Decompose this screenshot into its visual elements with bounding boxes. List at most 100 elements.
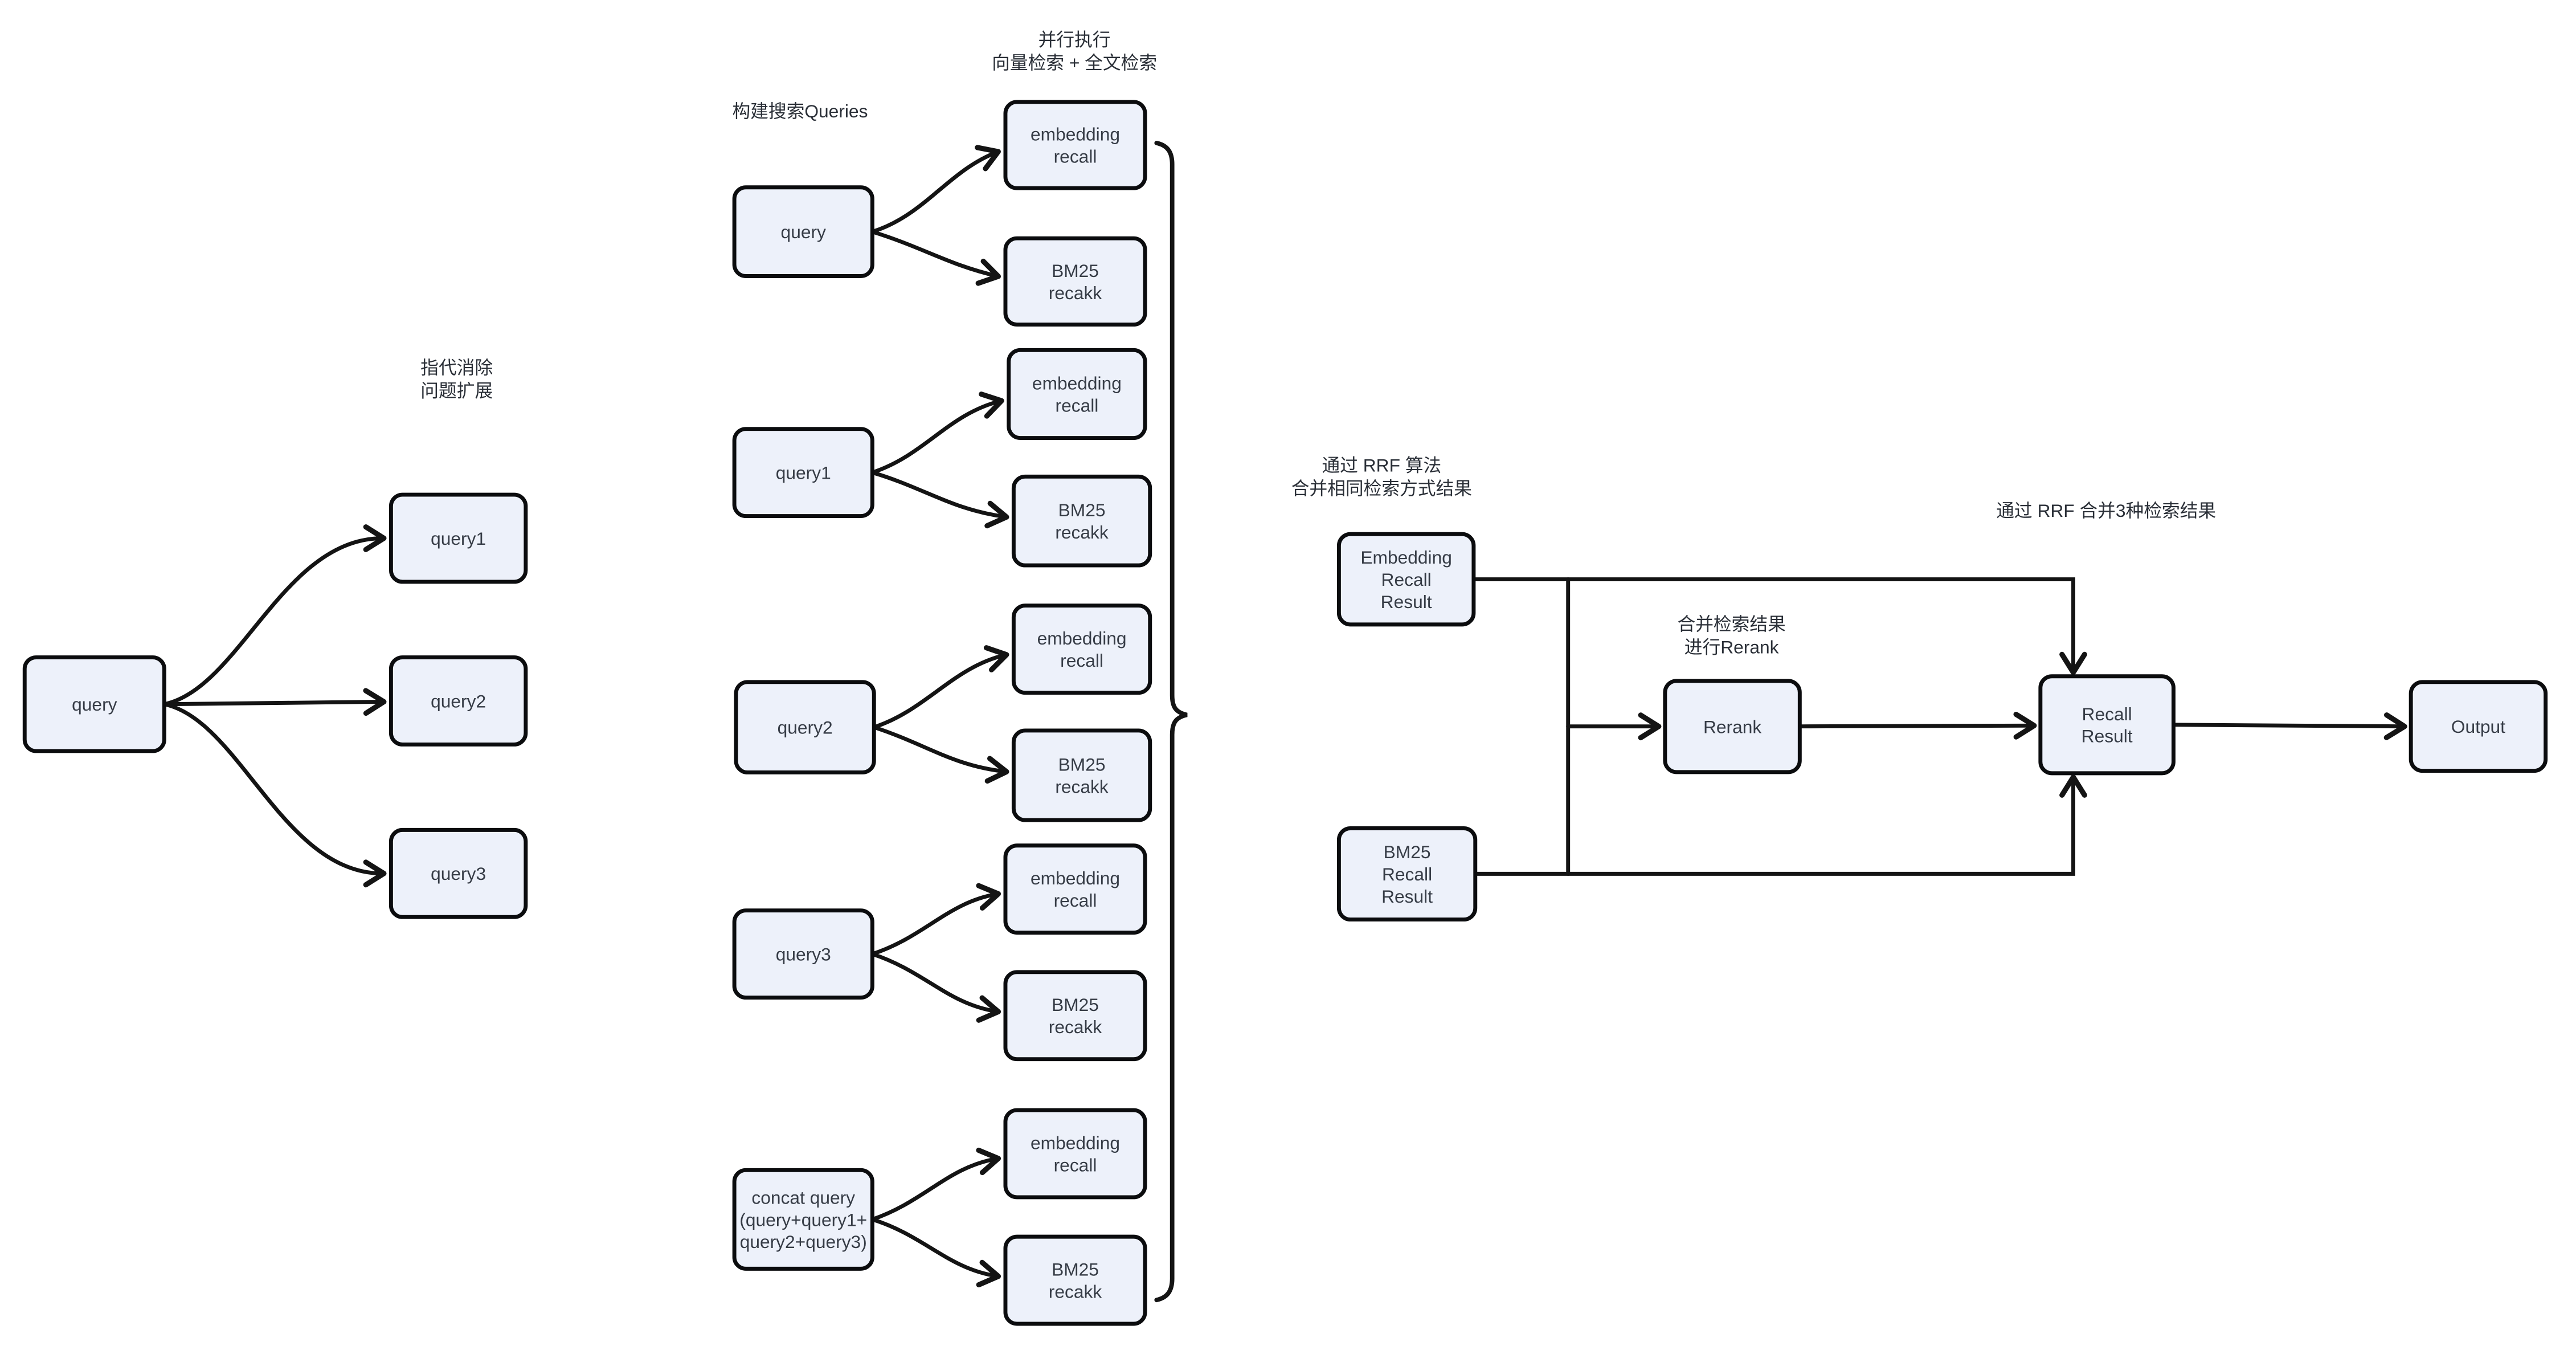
label-rrf-same: 通过 RRF 算法合并相同检索方式结果 — [1291, 455, 1472, 499]
node-embedding-recall-result-box — [1336, 532, 1476, 627]
node-query2-mid-box — [734, 680, 876, 774]
node-query2-mid: query2 — [734, 680, 876, 774]
brace-parallel-group — [1154, 141, 1188, 1303]
node-recall-result-box — [2038, 674, 2176, 776]
edge-query1-mid-to-embedding-recall-2 — [870, 391, 1004, 475]
label-parallel-exec: 并行执行向量检索 + 全文检索 — [992, 30, 1157, 73]
node-query-mid-text: query — [781, 222, 826, 242]
node-bm25-recall-3-box — [1011, 728, 1152, 822]
node-query2-mid-text: query2 — [778, 717, 833, 738]
edge-query1-mid-to-bm25-recall-2 — [870, 470, 1009, 529]
node-query1-mid-box — [732, 427, 874, 519]
edge-embedding-result-to-recall-result — [1471, 577, 2087, 675]
edge-query2-mid-to-embedding-recall-3 — [872, 645, 1009, 729]
brace-layer — [1154, 141, 1188, 1303]
node-query1-mid-text: query1 — [776, 463, 831, 483]
edge-query3-mid-to-embedding-recall-4 — [870, 883, 1001, 956]
node-query-left: query — [22, 655, 166, 753]
node-output-box — [2409, 680, 2548, 773]
node-query2-left-text: query2 — [431, 691, 486, 711]
node-concat-query-text: concat query(query+query1+query2+query3) — [739, 1187, 867, 1252]
edge-query3-mid-to-bm25-recall-4 — [870, 952, 1001, 1023]
node-query2-left: query2 — [389, 655, 528, 747]
node-rerank-box — [1663, 679, 1802, 774]
node-query3-left: query3 — [389, 827, 528, 919]
node-embedding-recall-2-box — [1007, 348, 1147, 441]
edge-query-to-query3 — [162, 702, 387, 888]
node-query-left-text: query — [72, 694, 117, 715]
node-embedding-recall-1-box — [1003, 100, 1147, 190]
node-bm25-recall-result-box — [1336, 826, 1478, 922]
edge-query-to-query2 — [162, 688, 387, 716]
node-query3-mid: query3 — [732, 908, 874, 1000]
node-embedding-recall-3-box — [1011, 603, 1152, 695]
edge-query-mid-to-embedding-recall-1 — [870, 145, 1001, 234]
node-output-text: Output — [2451, 716, 2505, 737]
edge-bm25-result-to-recall-result — [1473, 774, 2087, 876]
label-rrf-merge3: 通过 RRF 合并3种检索结果 — [1996, 500, 2216, 521]
node-concat-query: concat query(query+query1+query2+query3) — [732, 1168, 874, 1271]
node-query2-left-box — [389, 655, 528, 747]
node-query1-left-text: query1 — [431, 528, 486, 549]
edge-rerank-to-recall-result — [1797, 711, 2037, 740]
node-bm25-recall-1-box — [1003, 236, 1147, 327]
edge-recall-result-to-output — [2171, 712, 2407, 740]
node-query3-left-text: query3 — [431, 863, 486, 884]
node-bm25-recall-5-box — [1003, 1234, 1147, 1326]
node-query3-left-box — [389, 827, 528, 919]
node-query3-mid-text: query3 — [776, 944, 831, 965]
nodes-layer: query query1 query2 query3 query query1 query2… — [22, 100, 2548, 1326]
node-query-mid: query — [732, 185, 874, 278]
node-query-mid-box — [732, 185, 874, 278]
label-coref-expand: 指代消除问题扩展 — [420, 357, 493, 401]
edges-layer — [162, 145, 2407, 1288]
edge-query2-mid-to-bm25-recall-3 — [872, 725, 1009, 784]
node-query-left-box — [22, 655, 166, 753]
edge-query-mid-to-bm25-recall-1 — [870, 230, 1001, 286]
node-embedding-recall-5-box — [1003, 1108, 1147, 1200]
label-build-queries: 构建搜索Queries — [733, 101, 868, 121]
node-query3-mid-box — [732, 908, 874, 1000]
node-output: Output — [2409, 680, 2548, 773]
label-merge-rerank: 合并检索结果进行Rerank — [1678, 614, 1786, 657]
edge-concat-query-to-bm25-recall-5 — [870, 1217, 1001, 1288]
node-embedding-recall-4-box — [1003, 843, 1147, 935]
node-query1-left-box — [389, 492, 528, 584]
node-rerank: Rerank — [1663, 679, 1802, 774]
node-rerank-text: Rerank — [1703, 716, 1761, 737]
node-bm25-recall-4-box — [1003, 970, 1147, 1062]
node-concat-query-box — [732, 1168, 874, 1271]
node-bm25-recall-2-box — [1011, 474, 1152, 568]
edge-query-to-query1 — [162, 524, 387, 707]
edge-concat-query-to-embedding-recall-5 — [870, 1147, 1001, 1222]
node-query1-left: query1 — [389, 492, 528, 584]
